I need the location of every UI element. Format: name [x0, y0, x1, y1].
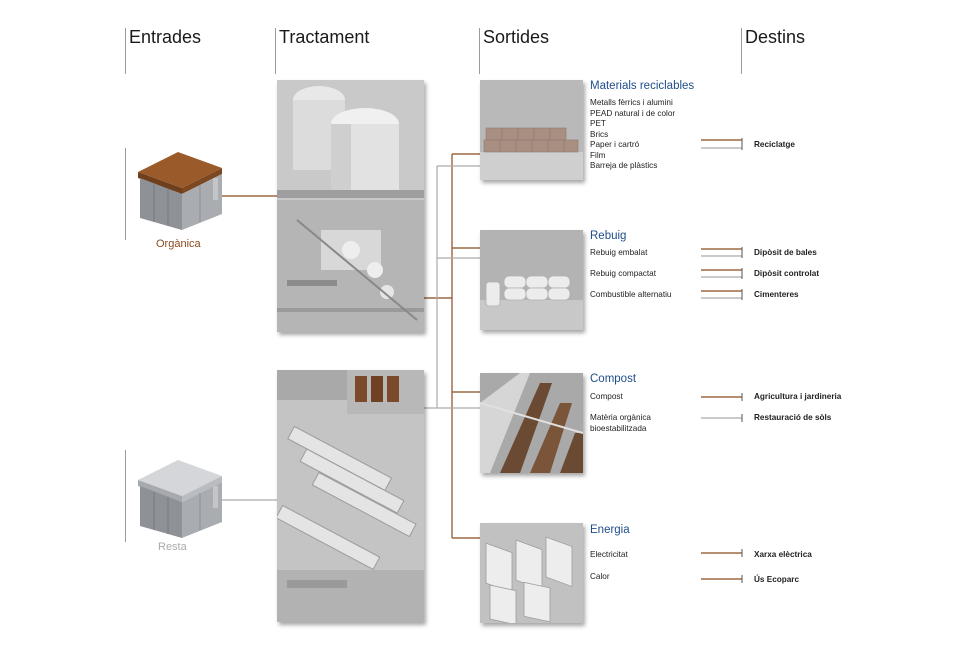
- dest-recycling: Reciclatge: [754, 140, 795, 149]
- compost-item-biostabilised: bioestabilitzada: [590, 423, 647, 433]
- rest-container-icon: [134, 458, 226, 540]
- compost-item-organic-matter: Matèria orgànica: [590, 413, 651, 422]
- input-label-rest: Resta: [158, 541, 187, 553]
- output-title-rejects: Rebuig: [590, 230, 627, 242]
- organic-treatment-plant-image: [277, 80, 424, 332]
- rejects-item-fuel: Combustible alternatiu: [590, 290, 672, 299]
- dest-bales-deposit: Dipòsit de bales: [754, 248, 817, 257]
- header-treatment: Tractament: [279, 27, 370, 47]
- recyclables-item-hdpe: PEAD natural i de color: [590, 108, 676, 118]
- dest-agriculture: Agricultura i jardineria: [754, 392, 842, 401]
- output-title-compost: Compost: [590, 373, 637, 385]
- dest-ecoparc-use: Ús Ecoparc: [754, 575, 800, 584]
- compost-item-compost: Compost: [590, 392, 623, 401]
- rest-treatment-plant-image: [277, 370, 424, 622]
- rejects-item-compacted: Rebuig compactat: [590, 269, 656, 278]
- energy-item-electricity: Electricitat: [590, 550, 628, 559]
- dest-power-grid: Xarxa elèctrica: [754, 550, 812, 559]
- header-inputs-rule: [125, 28, 126, 74]
- recyclables-item-brics: Brics: [590, 129, 609, 139]
- rejects-bales-image: [480, 230, 583, 330]
- output-title-energy: Energia: [590, 524, 630, 536]
- output-title-recyclables: Materials reciclables: [590, 80, 695, 92]
- recyclables-item-metals: Metalls fèrrics i alumini: [590, 98, 673, 107]
- organic-container-icon: [134, 150, 226, 232]
- header-destinations: Destins: [745, 27, 806, 47]
- recyclables-item-pet: PET: [590, 119, 606, 128]
- dest-controlled-landfill: Dipòsit controlat: [754, 269, 820, 278]
- header-inputs: Entrades: [129, 27, 202, 47]
- recyclables-bales-image: [480, 80, 583, 180]
- input-label-organic: Orgànica: [156, 238, 201, 250]
- recyclables-item-paper: Paper i cartró: [590, 140, 640, 149]
- recyclables-item-film: Film: [590, 150, 606, 160]
- recyclables-item-plastics: Barreja de plàstics: [590, 161, 658, 170]
- compost-tunnels-image: [480, 373, 583, 473]
- input-rest-rule: [125, 450, 126, 542]
- header-outputs-rule: [479, 28, 480, 74]
- dest-soil-restoration: Restauració de sòls: [754, 413, 832, 422]
- energy-item-heat: Calor: [590, 572, 610, 581]
- header-destinations-rule: [741, 28, 742, 74]
- header-outputs: Sortides: [483, 27, 550, 47]
- dest-cement-plants: Cimenteres: [754, 290, 799, 299]
- rejects-item-baled: Rebuig embalat: [590, 248, 648, 257]
- energy-engines-image: [480, 523, 583, 623]
- header-treatment-rule: [275, 28, 276, 74]
- input-organic-rule: [125, 148, 126, 240]
